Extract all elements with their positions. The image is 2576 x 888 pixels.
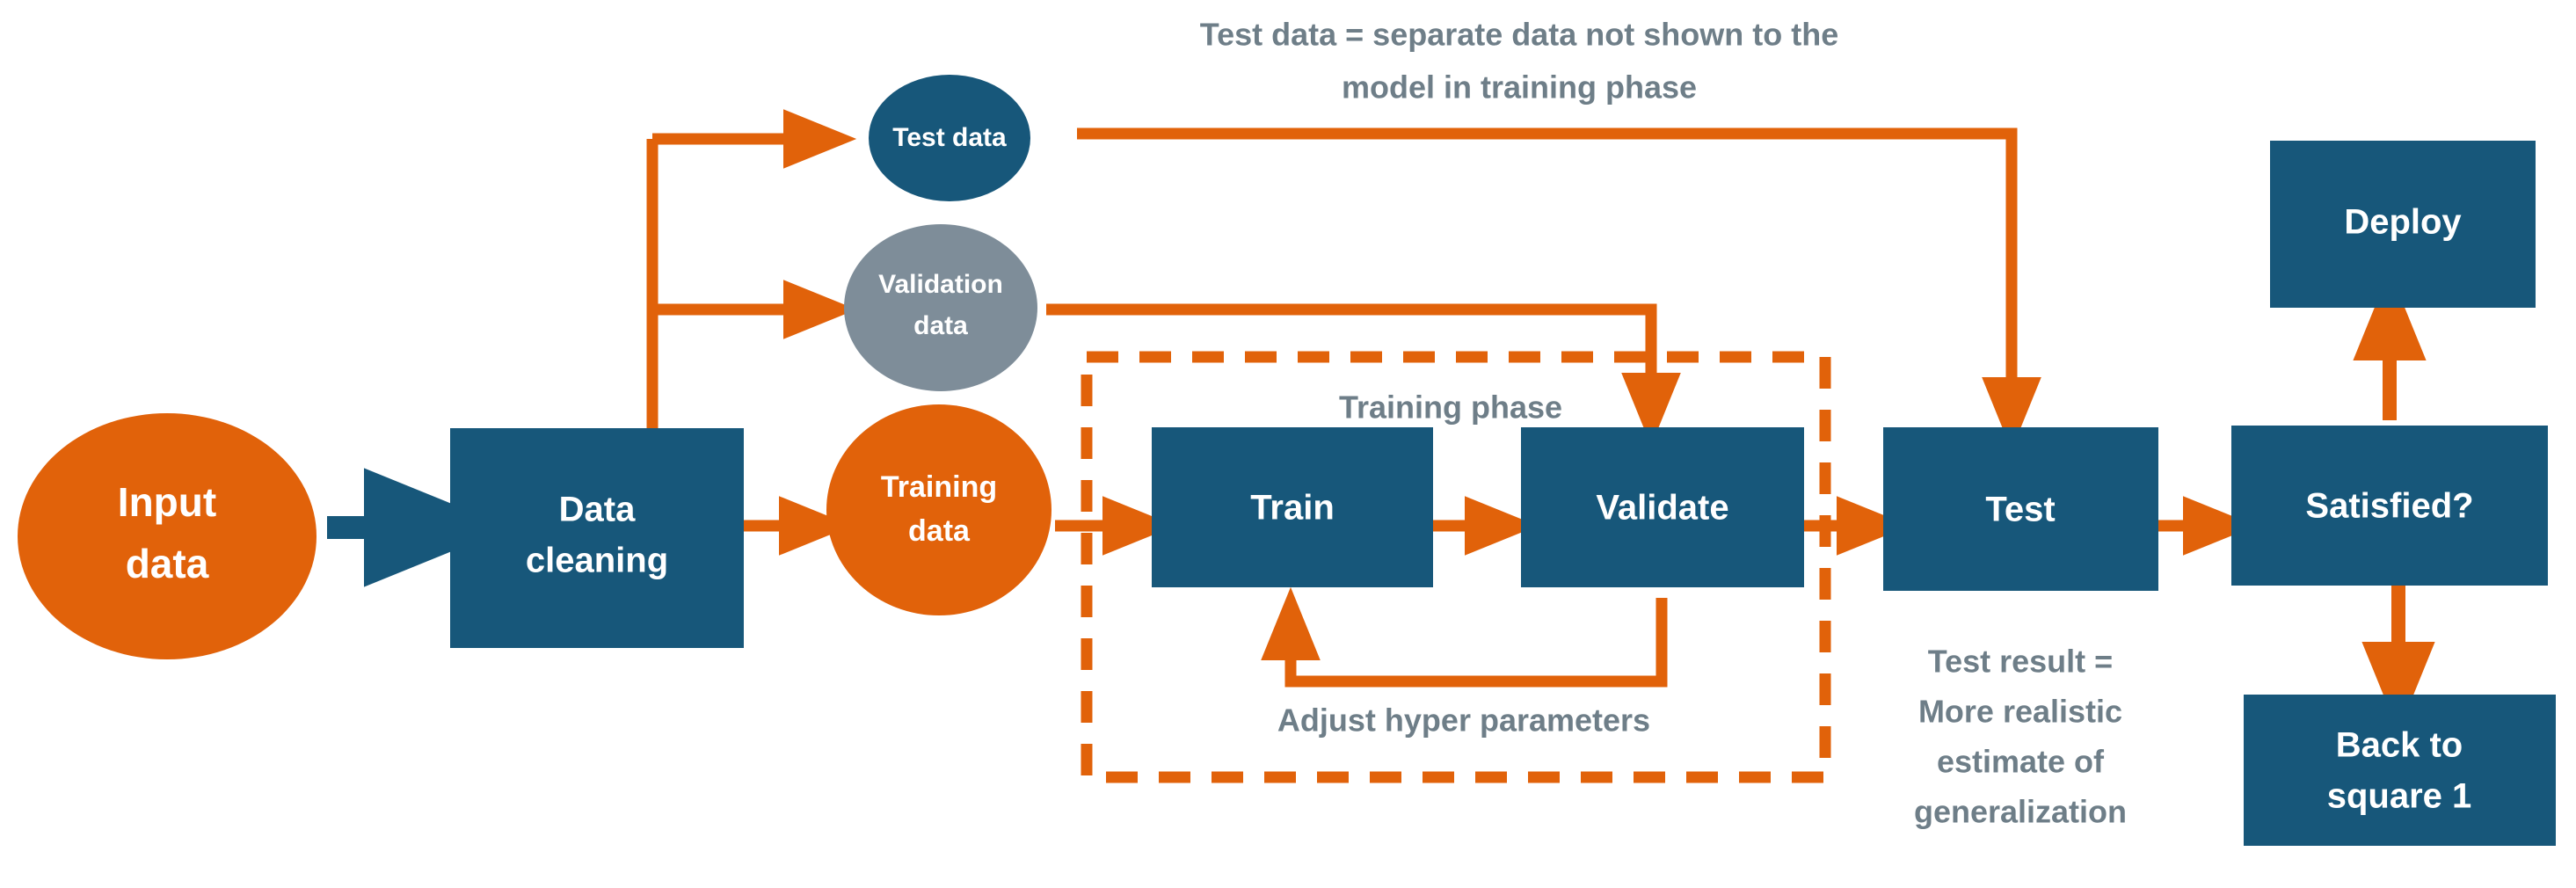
node-test[interactable]: Test [1883,427,2158,591]
edge-validation-data-to-validate [1046,303,1681,447]
training-data-label-line1: Training [881,470,997,504]
validation-data-shape [844,224,1037,391]
test-shape [1883,427,2158,591]
node-train[interactable]: Train [1152,427,1433,587]
test-label: Test [1985,491,2055,529]
node-validation-data[interactable]: Validation data [844,224,1037,391]
test-result-note-line3: estimate of [1937,744,2105,780]
node-data-cleaning[interactable]: Data cleaning [450,428,744,648]
edge-test-data-to-test [1077,127,2041,451]
node-satisfied[interactable]: Satisfied? [2231,426,2548,586]
back-to-square-one-shape [2244,695,2556,846]
adjust-hyper-parameters-label: Adjust hyper parameters [1277,702,1650,739]
input-data-label-line2: data [126,541,209,586]
validation-data-label-line1: Validation [878,270,1003,299]
training-data-shape [826,404,1052,615]
train-label: Train [1250,489,1335,528]
input-data-shape [18,413,317,659]
deploy-shape [2270,141,2536,308]
annotation-test-result-note: Test result = More realistic estimate of… [1914,644,2127,830]
validate-shape [1521,427,1804,587]
training-data-label-line2: data [908,514,971,548]
test-data-note-line1: Test data = separate data not shown to t… [1200,17,1838,53]
back-to-square-one-label-line2: square 1 [2327,777,2472,816]
test-data-label: Test data [892,123,1007,152]
input-data-label-line1: Input [118,479,216,525]
node-validate[interactable]: Validate [1521,427,1804,587]
training-phase-group [1081,351,1831,783]
training-phase-label: Training phase [1339,389,1562,426]
satisfied-label: Satisfied? [2305,487,2473,526]
data-cleaning-label-line2: cleaning [526,542,668,580]
validation-data-label-line2: data [913,311,968,340]
data-cleaning-label-line1: Data [559,491,636,529]
validate-label: Validate [1596,489,1728,528]
edge-validate-to-train-loop [1261,586,1668,688]
data-cleaning-shape [450,428,744,648]
node-input-data[interactable]: Input data [18,413,317,659]
node-back-to-square-one[interactable]: Back to square 1 [2244,695,2556,846]
test-result-note-line4: generalization [1914,794,2127,830]
test-result-note-line2: More realistic [1918,694,2122,730]
test-data-shape [869,75,1030,201]
node-test-data[interactable]: Test data [869,75,1030,201]
back-to-square-one-label-line1: Back to [2336,726,2463,765]
node-training-data[interactable]: Training data [826,404,1052,615]
annotation-test-data-note: Test data = separate data not shown to t… [1200,17,1838,106]
deploy-label: Deploy [2344,203,2462,242]
satisfied-shape [2231,426,2548,586]
train-shape [1152,427,1433,587]
test-data-note-line2: model in training phase [1342,69,1697,106]
node-deploy[interactable]: Deploy [2270,141,2536,308]
test-result-note-line1: Test result = [1928,644,2113,680]
